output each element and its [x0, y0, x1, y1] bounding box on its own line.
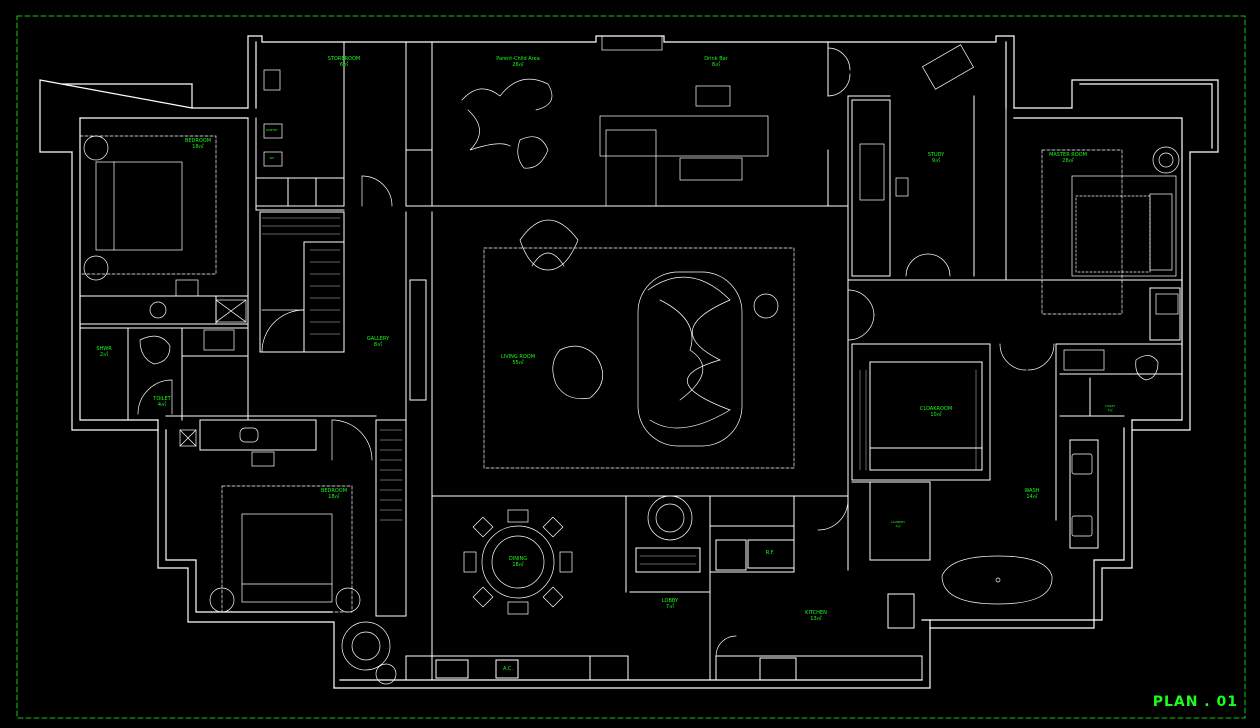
knot-sofa-icon	[637, 271, 743, 447]
stair-hatch	[261, 217, 983, 565]
room-label-wc: WC	[269, 156, 275, 160]
bed-icon	[1071, 175, 1177, 277]
room-label-pantry: PANTRY	[266, 128, 278, 132]
fixture-label-ac: A.C.	[502, 666, 514, 672]
dining-table-icon	[481, 525, 555, 599]
plant-icon	[341, 621, 391, 671]
outer-walls	[39, 35, 1219, 689]
fixture-label-fridge: R.F.	[765, 550, 775, 556]
coffee-table-icon	[552, 345, 604, 400]
living-rug	[483, 247, 795, 469]
drawing-frame	[16, 15, 1246, 719]
bed-icon	[241, 513, 333, 603]
plant-icon	[647, 495, 693, 541]
bed-icon	[95, 161, 183, 251]
furniture	[79, 35, 1180, 685]
plan-title: PLAN . 01	[1152, 694, 1238, 710]
armchair-icon	[519, 219, 579, 271]
bathtub-icon	[941, 555, 1053, 605]
interior-walls	[79, 41, 1183, 681]
door-swings	[137, 47, 1055, 657]
